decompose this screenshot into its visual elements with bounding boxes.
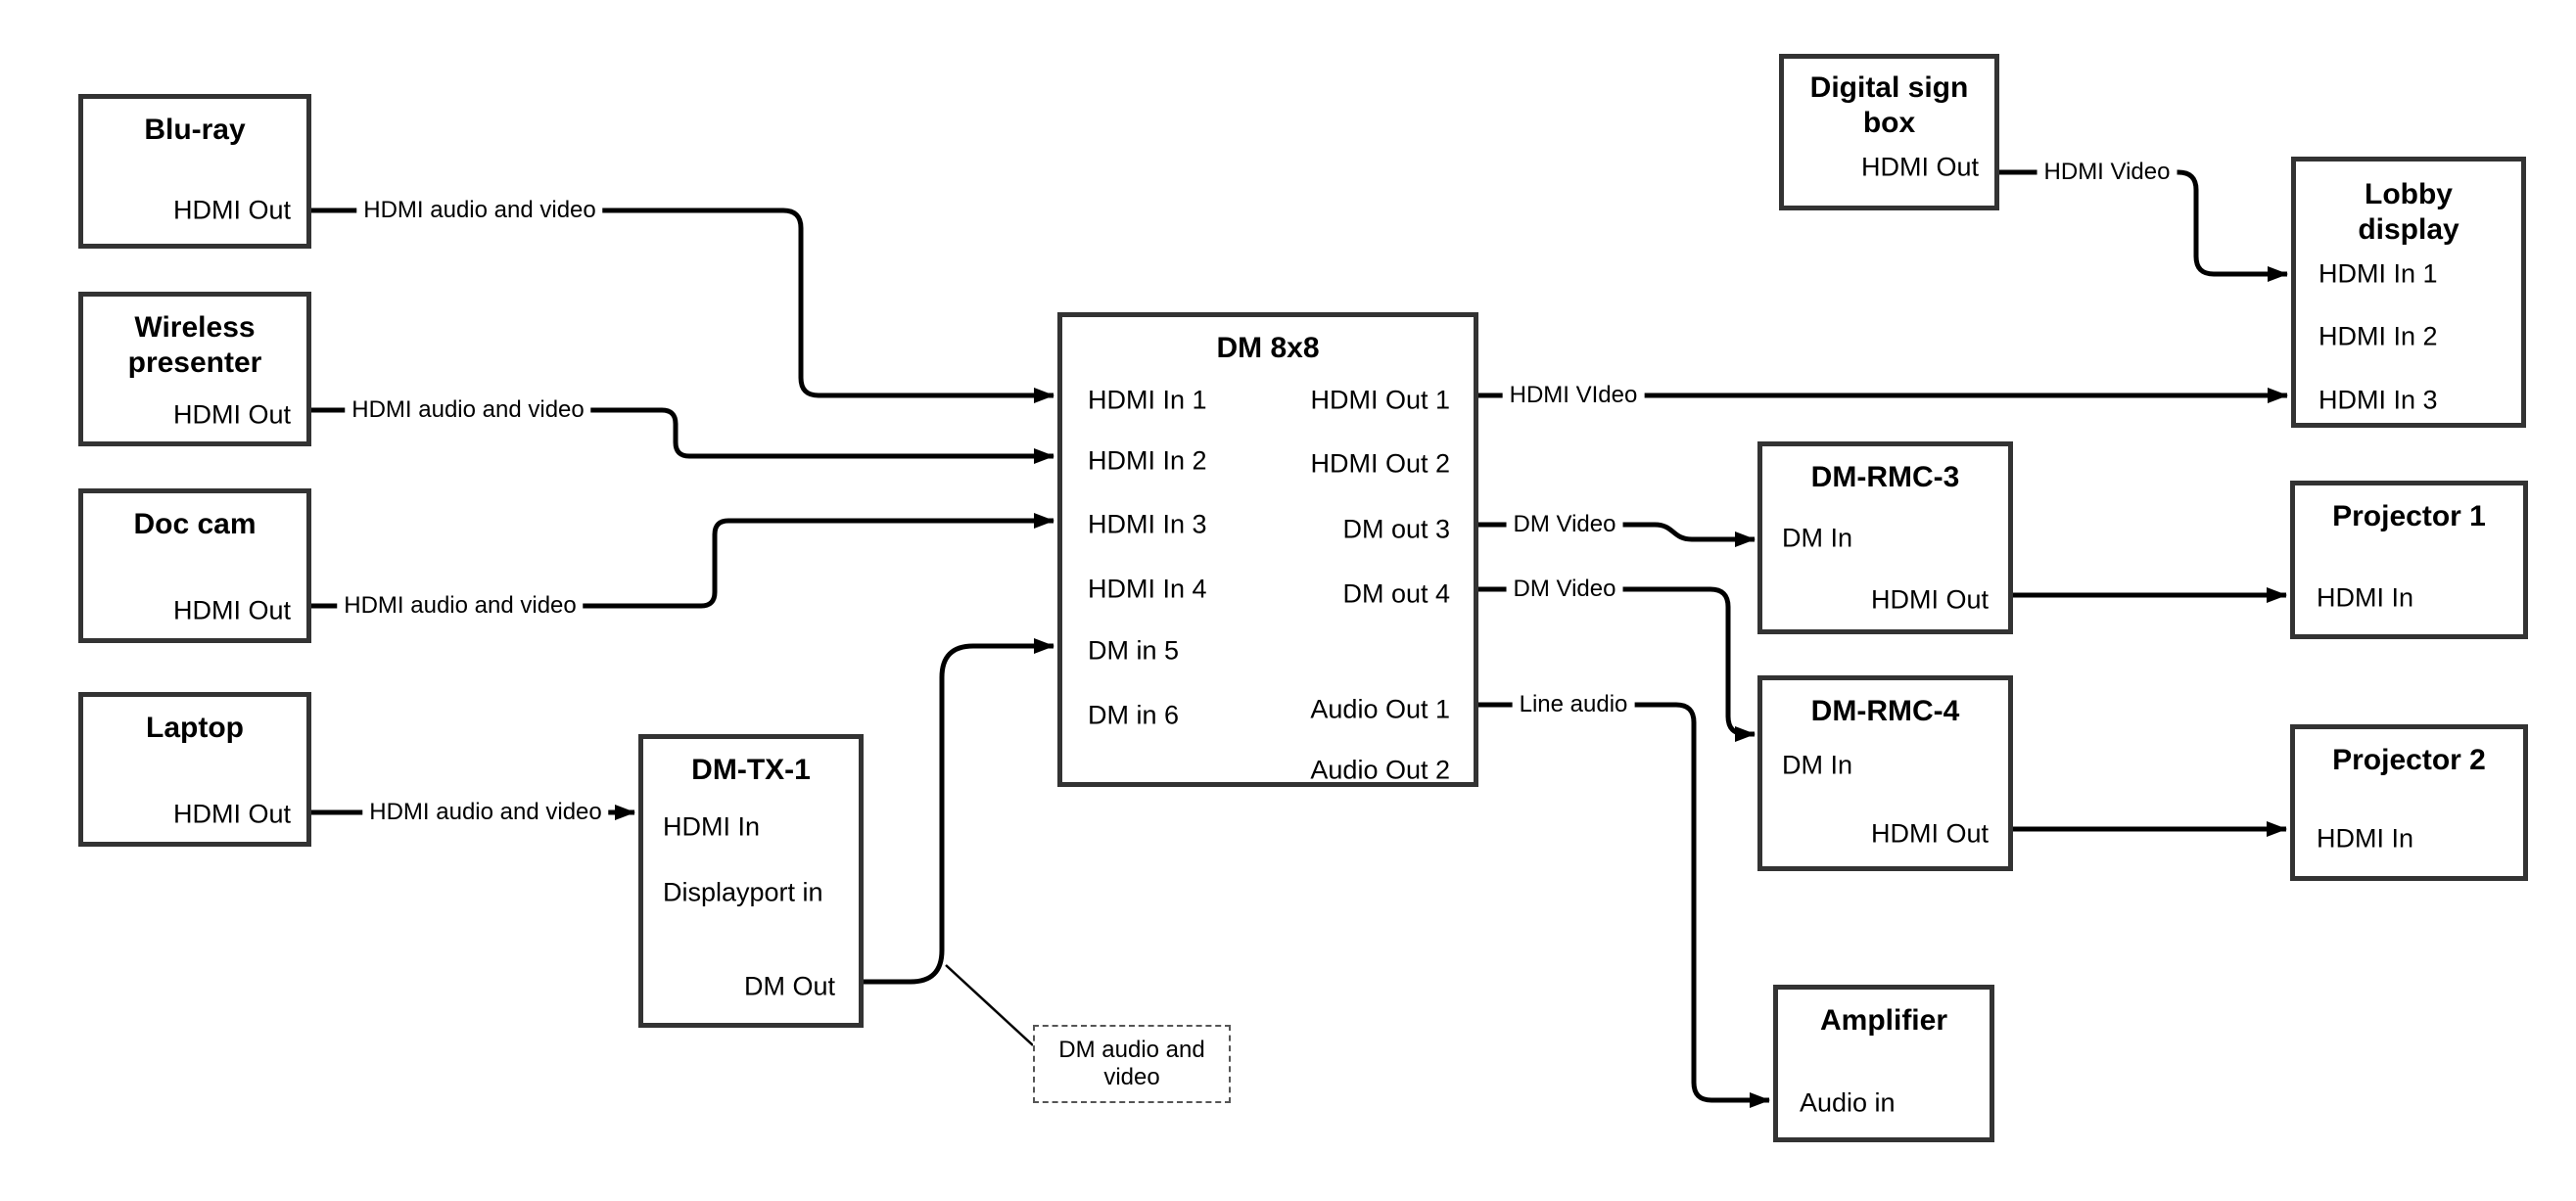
- node-dm-rmc-4[interactable]: DM-RMC-4 DM In HDMI Out: [1757, 675, 2013, 871]
- port-bluray-hdmi-out: HDMI Out: [172, 195, 291, 225]
- note-dm-audio-and-video: DM audio and video: [1033, 1025, 1231, 1103]
- note-text: DM audio and video: [1058, 1037, 1205, 1090]
- edge-dm8x8-out3-to-dmrmc3[interactable]: [1478, 522, 1756, 547]
- port-dm8x8-dm-out-3: DM out 3: [1342, 514, 1450, 544]
- port-proj2-hdmi-in: HDMI In: [2317, 823, 2414, 854]
- port-dm8x8-audio-out-1: Audio Out 1: [1310, 694, 1450, 724]
- node-title: Wireless presenter: [127, 311, 262, 379]
- port-dm8x8-hdmi-out-1: HDMI Out 1: [1310, 385, 1450, 415]
- wire-label-out1-hdmi-video: HDMI VIdeo: [1502, 383, 1645, 408]
- edge-dmtx1-to-dm8x8-in5[interactable]: [864, 638, 1054, 985]
- node-title: Projector 1: [2332, 500, 2486, 532]
- port-dm8x8-hdmi-in-4: HDMI In 4: [1088, 574, 1207, 604]
- port-dmrmc4-dm-in: DM In: [1782, 750, 1853, 780]
- port-proj1-hdmi-in: HDMI In: [2317, 582, 2414, 613]
- port-dm8x8-hdmi-in-3: HDMI In 3: [1088, 509, 1207, 539]
- port-dmrmc3-dm-in: DM In: [1782, 523, 1853, 553]
- port-laptop-hdmi-out: HDMI Out: [172, 799, 291, 829]
- wire-label-sign-hdmi-video: HDMI Video: [2037, 160, 2178, 185]
- edge-doccam-to-dm8x8-in3[interactable]: [311, 513, 1054, 609]
- node-dm-8x8[interactable]: DM 8x8 HDMI In 1 HDMI In 2 HDMI In 3 HDM…: [1057, 312, 1478, 787]
- port-dm8x8-dm-out-4: DM out 4: [1342, 578, 1450, 609]
- edge-digitalsign-to-lobby-in1[interactable]: [1999, 169, 2288, 282]
- edge-dm8x8-audio1-to-amplifier[interactable]: [1478, 702, 1770, 1108]
- port-lobby-hdmi-in-3: HDMI In 3: [2318, 385, 2438, 415]
- node-laptop[interactable]: Laptop HDMI Out: [78, 692, 311, 847]
- node-bluray[interactable]: Blu-ray HDMI Out: [78, 94, 311, 249]
- node-amplifier[interactable]: Amplifier Audio in: [1773, 985, 1994, 1142]
- port-dmrmc3-hdmi-out: HDMI Out: [1870, 584, 1989, 615]
- node-title: DM-RMC-4: [1810, 695, 1960, 727]
- wire-label-doccam-hdmi-av: HDMI audio and video: [337, 593, 584, 619]
- node-doc-cam[interactable]: Doc cam HDMI Out: [78, 488, 311, 643]
- edge-wireless-to-dm8x8-in2[interactable]: [311, 407, 1054, 464]
- node-title: Doc cam: [133, 508, 257, 540]
- node-title: Digital sign box: [1809, 71, 1969, 139]
- port-lobby-hdmi-in-1: HDMI In 1: [2318, 258, 2438, 289]
- wire-label-line-audio: Line audio: [1512, 692, 1635, 717]
- port-dm8x8-hdmi-out-2: HDMI Out 2: [1310, 448, 1450, 479]
- wire-label-out4-dm-video: DM Video: [1506, 577, 1623, 602]
- node-title: Amplifier: [1819, 1004, 1948, 1037]
- node-title: Lobby display: [2358, 178, 2459, 246]
- port-doccam-hdmi-out: HDMI Out: [172, 595, 291, 625]
- port-dmrmc4-hdmi-out: HDMI Out: [1870, 818, 1989, 849]
- node-title: Projector 2: [2332, 744, 2486, 776]
- wire-label-laptop-hdmi-av: HDMI audio and video: [362, 800, 609, 825]
- node-title: DM 8x8: [1216, 332, 1320, 364]
- node-projector-1[interactable]: Projector 1 HDMI In: [2290, 481, 2528, 639]
- node-dm-tx-1[interactable]: DM-TX-1 HDMI In Displayport in DM Out: [638, 734, 864, 1028]
- edge-dm8x8-out4-to-dmrmc4[interactable]: [1478, 586, 1756, 742]
- port-amplifier-audio-in: Audio in: [1800, 1087, 1896, 1118]
- node-projector-2[interactable]: Projector 2 HDMI In: [2290, 724, 2528, 881]
- port-dmtx1-dm-out: DM Out: [743, 971, 835, 1001]
- note-leader-line: [945, 964, 1034, 1046]
- port-digitalsign-hdmi-out: HDMI Out: [1860, 152, 1979, 182]
- edge-bluray-to-dm8x8-in1[interactable]: [311, 208, 1054, 403]
- node-title: DM-TX-1: [691, 754, 811, 786]
- node-wireless-presenter[interactable]: Wireless presenter HDMI Out: [78, 292, 311, 446]
- node-title: DM-RMC-3: [1810, 461, 1960, 493]
- wire-label-wireless-hdmi-av: HDMI audio and video: [345, 397, 591, 423]
- port-wireless-hdmi-out: HDMI Out: [172, 399, 291, 430]
- port-lobby-hdmi-in-2: HDMI In 2: [2318, 321, 2438, 351]
- wire-label-bluray-hdmi-av: HDMI audio and video: [356, 198, 603, 223]
- node-digital-sign-box[interactable]: Digital sign box HDMI Out: [1779, 54, 1999, 210]
- wire-label-out3-dm-video: DM Video: [1506, 512, 1623, 537]
- node-lobby-display[interactable]: Lobby display HDMI In 1 HDMI In 2 HDMI I…: [2291, 157, 2526, 428]
- port-dm8x8-audio-out-2: Audio Out 2: [1310, 755, 1450, 785]
- port-dmtx1-displayport-in: Displayport in: [663, 877, 823, 907]
- port-dmtx1-hdmi-in: HDMI In: [663, 811, 761, 842]
- port-dm8x8-hdmi-in-2: HDMI In 2: [1088, 445, 1207, 476]
- port-dm8x8-dm-in-6: DM in 6: [1088, 700, 1180, 730]
- node-title: Laptop: [146, 712, 244, 744]
- port-dm8x8-dm-in-5: DM in 5: [1088, 635, 1180, 666]
- port-dm8x8-hdmi-in-1: HDMI In 1: [1088, 385, 1207, 415]
- node-title: Blu-ray: [144, 114, 246, 146]
- node-dm-rmc-3[interactable]: DM-RMC-3 DM In HDMI Out: [1757, 441, 2013, 634]
